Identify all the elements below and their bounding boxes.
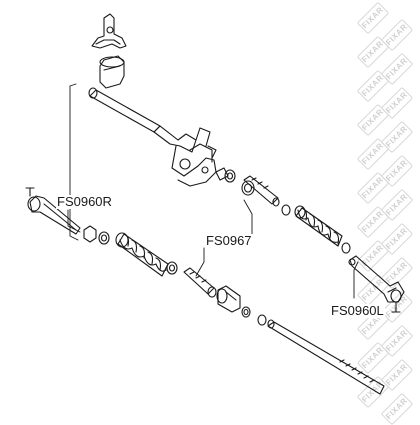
boot-clamp-left bbox=[166, 261, 178, 275]
steering-rack-bar bbox=[267, 319, 385, 395]
washer-lower-1 bbox=[241, 306, 251, 318]
lock-ring bbox=[281, 204, 291, 216]
label-fs0967: FS0967 bbox=[205, 233, 253, 248]
rubber-bushing bbox=[99, 55, 125, 89]
assembly-bracket bbox=[69, 83, 79, 241]
nut-washer-left bbox=[83, 225, 110, 245]
label-fs0960l: FS0960L bbox=[330, 303, 385, 318]
rack-housing bbox=[88, 87, 229, 187]
washer-lower-2 bbox=[257, 314, 267, 326]
inner-tie-rod-upper bbox=[243, 175, 280, 207]
leader-lines bbox=[67, 199, 359, 299]
left-tie-rod-end bbox=[348, 255, 405, 313]
inner-tie-rod-lower bbox=[183, 267, 217, 298]
steering-boot-left bbox=[115, 232, 169, 277]
seal-ring bbox=[224, 169, 236, 183]
mounting-bracket bbox=[91, 13, 127, 49]
rack-bushing-lower bbox=[216, 285, 241, 313]
steering-boot-right bbox=[294, 205, 343, 247]
label-fs0960r: FS0960R bbox=[56, 194, 113, 209]
boot-clamp-right bbox=[341, 242, 351, 254]
